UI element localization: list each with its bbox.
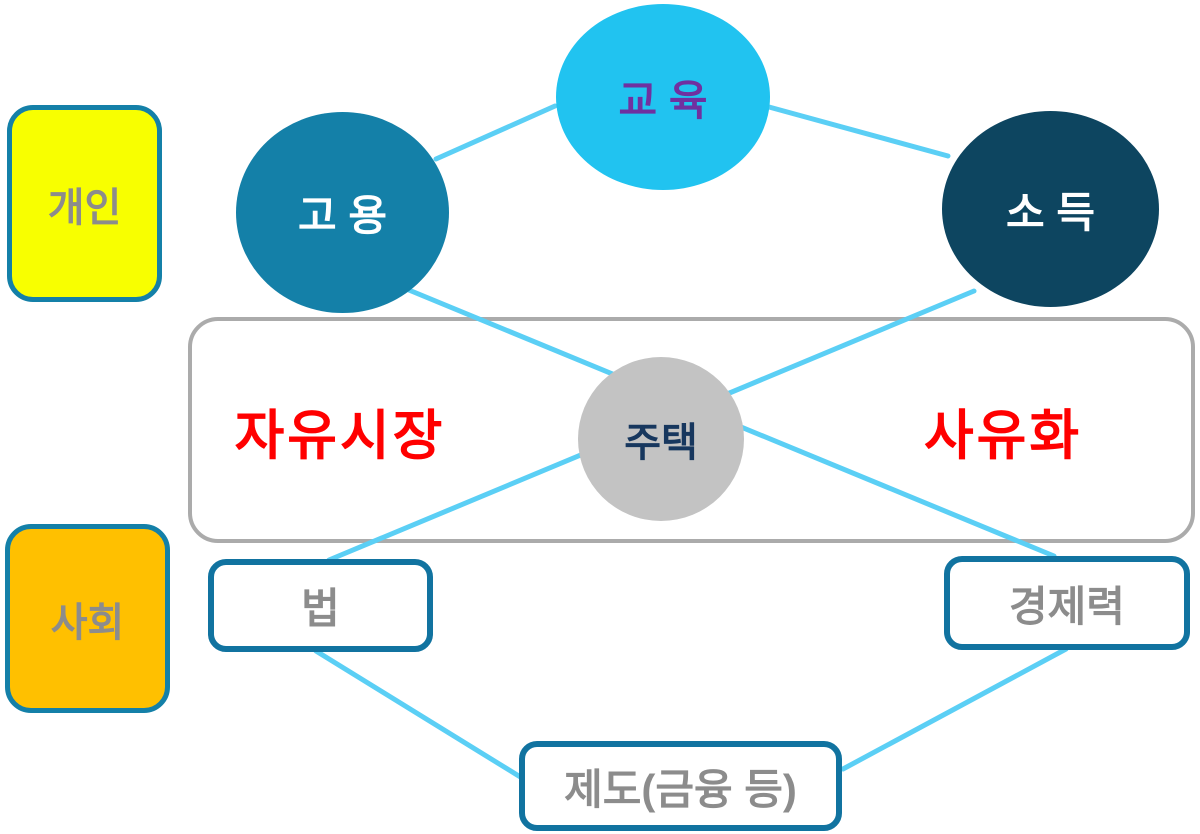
institutions-box: 제도(금융 등) [519, 741, 842, 831]
housing-node: 주택 [578, 357, 744, 521]
education-node: 교 육 [556, 4, 770, 190]
society-group-box: 사회 [5, 524, 170, 713]
income-node: 소 득 [942, 111, 1159, 307]
employment-node: 고 용 [236, 112, 449, 313]
law-box: 법 [208, 559, 433, 652]
economic-power-box: 경제력 [944, 556, 1190, 650]
individual-group-box: 개인 [7, 105, 162, 302]
edge-education-employment [433, 103, 558, 162]
edge-education-income [766, 104, 951, 159]
free-market-label: 자유시장 [234, 405, 446, 466]
edge-law-institutions [313, 648, 525, 781]
edge-economic-power-institutions [840, 646, 1069, 772]
privatization-label: 사유화 [923, 405, 1083, 466]
